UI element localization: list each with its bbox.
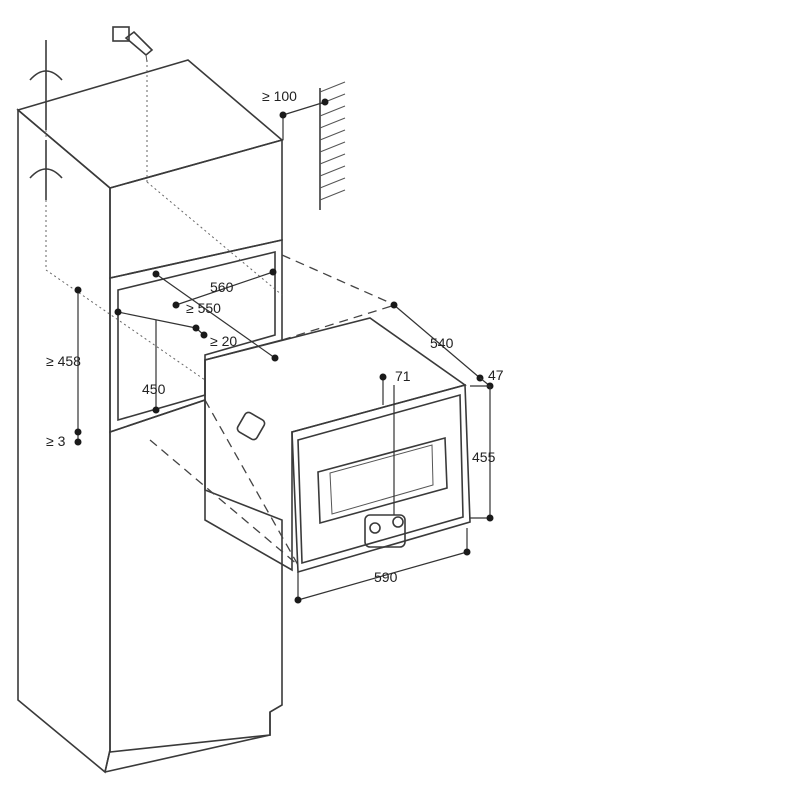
dimension-labels: ≥ 100 560 ≥ 550 ≥ 20 ≥ 458 450 ≥ 3 540 4… xyxy=(46,88,504,585)
label-front-depth: 47 xyxy=(488,367,504,383)
label-niche-height: ≥ 458 xyxy=(46,353,81,369)
tall-cabinet xyxy=(16,59,284,774)
oven-window xyxy=(317,436,448,525)
oven-side xyxy=(204,317,467,572)
cabinet-top xyxy=(16,59,284,189)
power-plug-icon xyxy=(112,26,154,63)
label-shelf-thickness: ≥ 3 xyxy=(46,433,66,449)
dimension-lines xyxy=(74,98,494,604)
oven-appliance xyxy=(204,317,471,574)
label-top-vent: ≥ 100 xyxy=(262,88,297,104)
label-inner-height: 450 xyxy=(142,381,166,397)
projection-lines xyxy=(149,254,396,566)
oven-door xyxy=(297,393,464,565)
niche-opening xyxy=(117,250,276,422)
cabinet-lower-panel xyxy=(109,398,283,753)
label-niche-min-depth: ≥ 550 xyxy=(186,300,221,316)
label-oven-depth: 540 xyxy=(430,335,454,351)
oven-control-panel xyxy=(364,514,406,548)
oven-side-handle xyxy=(236,411,266,441)
oven-front xyxy=(291,383,471,574)
airflow-symbols xyxy=(29,40,63,200)
label-niche-depth: 560 xyxy=(210,279,234,295)
oven-knob xyxy=(369,522,381,534)
label-oven-width: 590 xyxy=(374,569,398,585)
label-door-offset: 71 xyxy=(395,368,411,384)
oven-knob xyxy=(392,516,404,528)
label-oven-height: 455 xyxy=(472,449,496,465)
cabinet-plinth xyxy=(104,712,271,773)
rear-wall-hatch xyxy=(319,81,346,210)
oven-window-inner xyxy=(329,444,434,515)
label-gap-rear: ≥ 20 xyxy=(210,333,237,349)
construction-lines xyxy=(45,60,283,381)
